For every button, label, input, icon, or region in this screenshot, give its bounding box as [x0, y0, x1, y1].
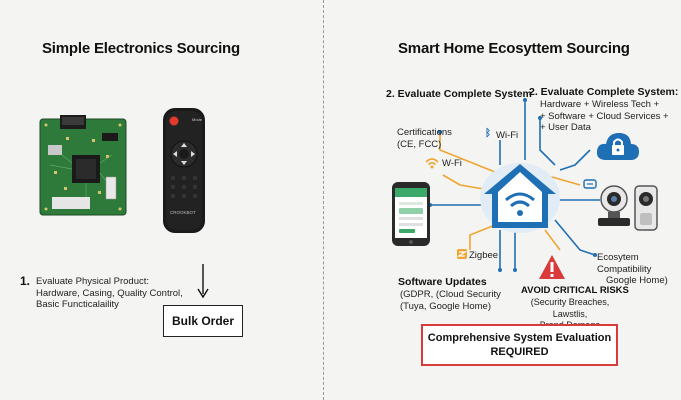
wifi-left-icon — [425, 158, 439, 169]
bluetooth-icon: ᛒ — [485, 128, 491, 139]
step-2a-label: 2. Evaluate Complete System — [386, 88, 532, 100]
pcb-board-image — [39, 115, 127, 216]
step-2b-line-3: + User Data — [540, 122, 591, 133]
software-updates-line-1: (GDPR, (Cloud Security — [400, 289, 501, 300]
step-1-number: 1. — [20, 274, 31, 288]
step-1-text: Evaluate Physical Product: Hardware, Cas… — [36, 276, 183, 311]
ecosystem-line-2: Compatibility — [597, 263, 652, 275]
software-updates-line-2: (Tuya, Google Home) — [400, 300, 491, 312]
zigbee-icon — [456, 249, 468, 259]
smart-bulb-icon — [583, 179, 597, 189]
system-evaluation-required-box: Comprehensive System Evaluation REQUIRED — [421, 324, 618, 366]
smartphone-icon — [392, 182, 430, 246]
center-divider — [323, 0, 324, 400]
step-2b-line-2: + Software + Cloud Services + — [540, 110, 669, 122]
required-line-1: Comprehensive System Evaluation — [427, 332, 612, 344]
certifications-line-2: (CE, FCC) — [397, 138, 442, 150]
left-title: Simple Electronics Sourcing — [42, 40, 240, 57]
critical-risks-line-1: (Security Breaches, Lawstlis, — [530, 297, 610, 319]
down-arrow-icon — [197, 264, 209, 299]
software-updates-detail: (GDPR, (Cloud Security (Tuya, Google Hom… — [400, 289, 501, 312]
remote-control-image — [163, 108, 205, 233]
critical-risks-title: AVOID CRITICAL RISKS — [521, 285, 629, 296]
smart-speaker-icon — [634, 185, 658, 231]
required-line-2: REQUIRED — [490, 346, 549, 358]
warning-icon — [539, 255, 565, 279]
ecosystem-line-3: Google Home) — [606, 275, 668, 286]
certifications-line-1: Certifications — [397, 127, 452, 138]
step-2b-title: 2. Evaluate Complete System: — [529, 86, 679, 98]
bulk-order-box: Bulk Order — [163, 305, 243, 337]
zigbee-label: Zigbee — [469, 250, 499, 261]
remote-brand-label: CROOKBOT — [170, 210, 196, 215]
wifi-top-label: Wi-Fi — [496, 130, 519, 141]
step-1-line-2: Hardware, Casing, Quality Control, — [36, 287, 183, 299]
ecosystem-label: Ecosytem Compatibility Google Home) — [597, 252, 668, 287]
smart-home-hub-icon — [480, 163, 560, 233]
security-camera-icon — [598, 185, 630, 226]
cloud-lock-icon — [596, 133, 639, 160]
wifi-left-label: W-Fi — [442, 158, 462, 169]
right-title: Smart Home Ecosyttem Sourcing — [398, 40, 630, 57]
remote-mode-label: Mode — [192, 117, 203, 122]
step-1-line-1: Evaluate Physical Product: — [36, 276, 150, 287]
ecosystem-line-1: Ecosytem — [597, 252, 639, 263]
step-2b-detail: Hardware + Wireless Tech + + Software + … — [540, 99, 669, 134]
step-1-line-3: Basic Functicalaility — [36, 299, 119, 310]
step-2b-line-1: Hardware + Wireless Tech + — [540, 99, 660, 110]
certifications-label: Certifications (CE, FCC) — [397, 127, 452, 150]
software-updates-title: Software Updates — [398, 276, 487, 288]
